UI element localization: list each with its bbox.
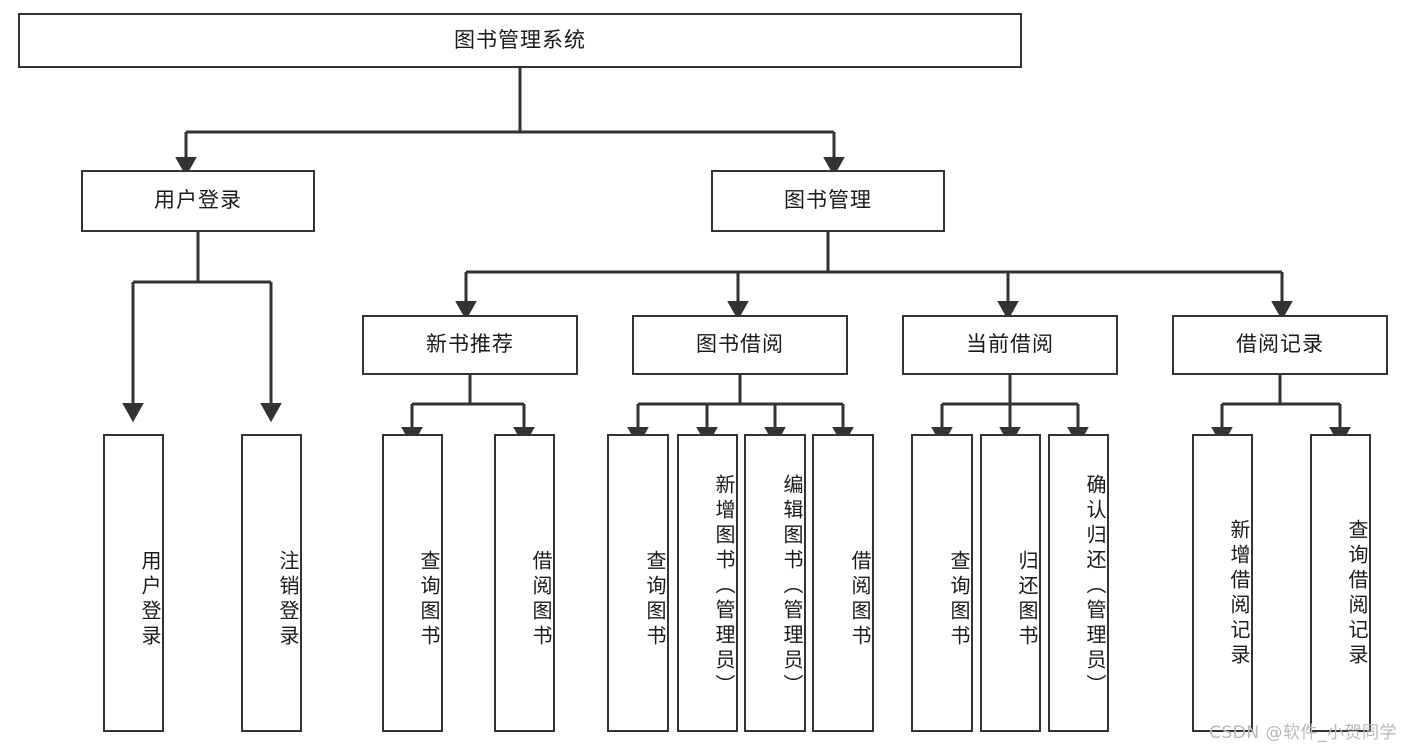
leaf-user-login[interactable]: 用户登录 (103, 434, 164, 732)
leaf-query-book-recommend[interactable]: 查询图书 (382, 434, 443, 732)
leaf-add-borrow-record[interactable]: 新增借阅记录 (1192, 434, 1253, 732)
node-label: 查询图书 (417, 550, 441, 650)
node-label: 新书推荐 (426, 332, 514, 357)
node-label: 用户登录 (138, 550, 162, 650)
leaf-return-book[interactable]: 归还图书 (980, 434, 1041, 732)
leaf-confirm-return[interactable]: 确认归还（管理员） (1048, 434, 1109, 732)
node-label: 查询图书 (947, 550, 971, 650)
node-user-login[interactable]: 用户登录 (81, 170, 315, 232)
node-label: 新增图书（管理员） (712, 473, 736, 699)
node-label: 编辑图书（管理员） (780, 473, 804, 699)
node-label: 注销登录 (276, 550, 300, 650)
leaf-add-book[interactable]: 新增图书（管理员） (677, 434, 738, 732)
node-borrow-record[interactable]: 借阅记录 (1172, 315, 1388, 375)
csdn-watermark: CSDN @软件_小贺同学 (1209, 723, 1397, 743)
node-label: 图书借阅 (696, 332, 784, 357)
node-label: 归还图书 (1015, 550, 1039, 650)
node-label: 新增借阅记录 (1227, 519, 1251, 669)
node-label: 查询图书 (643, 550, 667, 650)
node-book-management[interactable]: 图书管理 (711, 170, 945, 232)
node-label: 图书管理 (784, 188, 872, 213)
leaf-query-book-borrow[interactable]: 查询图书 (607, 434, 669, 732)
node-root-book-management-system[interactable]: 图书管理系统 (18, 13, 1022, 68)
leaf-query-book-current[interactable]: 查询图书 (911, 434, 973, 732)
node-label: 借阅图书 (529, 550, 553, 650)
node-label: 用户登录 (154, 188, 242, 213)
node-current-borrow[interactable]: 当前借阅 (902, 315, 1118, 375)
node-new-book-recommend[interactable]: 新书推荐 (362, 315, 578, 375)
node-label: 借阅图书 (848, 550, 872, 650)
node-book-borrow[interactable]: 图书借阅 (632, 315, 848, 375)
leaf-logout-login[interactable]: 注销登录 (241, 434, 302, 732)
leaf-edit-book[interactable]: 编辑图书（管理员） (744, 434, 806, 732)
node-label: 当前借阅 (966, 332, 1054, 357)
leaf-borrow-book-recommend[interactable]: 借阅图书 (494, 434, 555, 732)
node-label: 借阅记录 (1236, 332, 1324, 357)
node-label: 图书管理系统 (454, 27, 586, 52)
leaf-query-borrow-record[interactable]: 查询借阅记录 (1310, 434, 1371, 732)
node-label: 确认归还（管理员） (1083, 473, 1107, 699)
leaf-borrow-book-borrow[interactable]: 借阅图书 (812, 434, 874, 732)
node-label: 查询借阅记录 (1345, 519, 1369, 669)
